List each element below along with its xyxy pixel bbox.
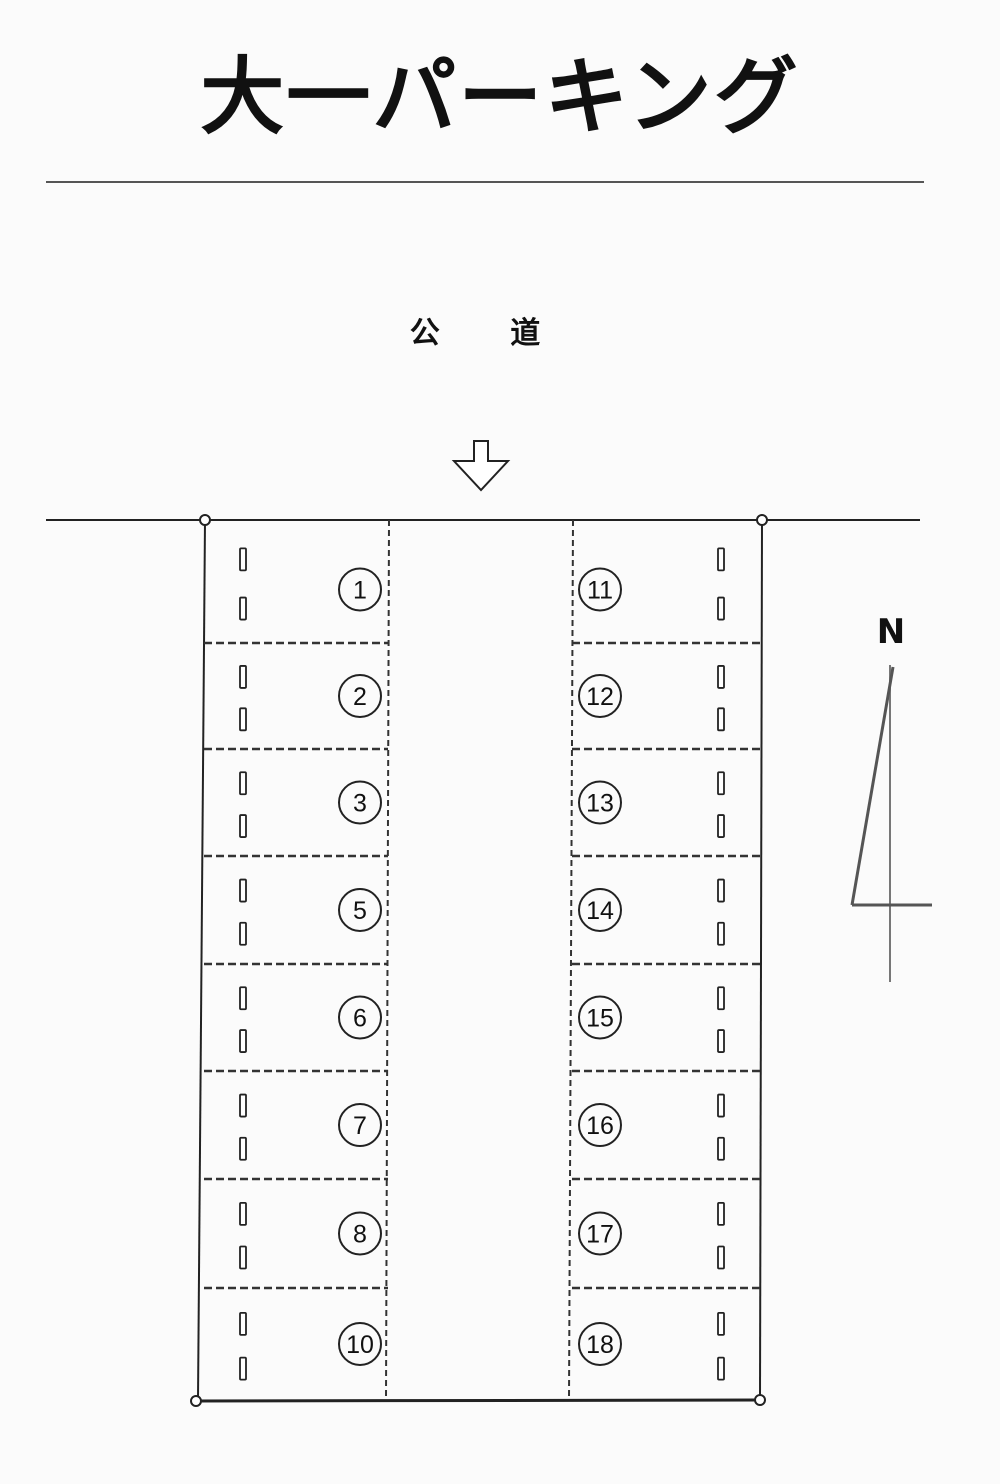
wheel-stop-icon (717, 596, 725, 621)
lot-right-boundary (759, 519, 763, 1401)
slot-number-label: 15 (586, 1005, 614, 1033)
slot-number-label: 1 (353, 577, 367, 605)
wheel-stop-icon (717, 547, 725, 572)
lot-bottom-boundary (195, 1398, 761, 1403)
wheel-stop-icon (239, 986, 247, 1011)
parking-slot-2[interactable]: 2 (204, 665, 388, 751)
slot-number-label: 12 (586, 683, 614, 711)
wheel-stop-icon (717, 814, 725, 838)
slot-number-circle (338, 1211, 382, 1256)
wheel-stop-icon (239, 596, 247, 621)
wheel-stop-icon (239, 547, 247, 572)
parking-slot-13[interactable]: 13 (572, 771, 760, 858)
slot-number-label: 5 (353, 897, 367, 925)
slot-number-circle (578, 1211, 622, 1256)
aisle-right-edge (568, 519, 574, 1401)
parking-slot-12[interactable]: 12 (572, 665, 760, 751)
slot-number-label: 3 (353, 790, 367, 818)
parking-slot-18[interactable]: 18 (578, 1311, 725, 1381)
wheel-stop-icon (239, 1356, 247, 1381)
lot-left-boundary (197, 519, 206, 1401)
slot-number-circle (578, 1103, 622, 1147)
slot-number-label: 2 (353, 683, 367, 711)
parking-slot-10[interactable]: 10 (239, 1311, 382, 1381)
parking-slot-1[interactable]: 1 (204, 547, 388, 645)
parking-slot-6[interactable]: 6 (204, 986, 388, 1073)
wheel-stop-icon (717, 771, 725, 796)
slot-number-label: 18 (586, 1331, 614, 1359)
wheel-stop-icon (239, 1093, 247, 1118)
slot-number-circle (338, 780, 382, 825)
wheel-stop-icon (717, 1136, 725, 1161)
slot-number-circle (338, 995, 382, 1040)
slot-number-label: 16 (586, 1112, 614, 1140)
slot-number-circle (338, 1322, 382, 1366)
slot-number-circle (578, 888, 622, 932)
parking-slot-17[interactable]: 17 (572, 1201, 760, 1290)
wheel-stop-icon (717, 1356, 725, 1381)
parking-slot-3[interactable]: 3 (204, 771, 388, 858)
wheel-stop-icon (239, 771, 247, 796)
parking-slot-5[interactable]: 5 (204, 878, 388, 966)
slot-number-circle (338, 1103, 382, 1147)
wheel-stop-icon (239, 1029, 247, 1053)
slot-number-circle (578, 674, 622, 718)
wheel-stop-icon (239, 665, 247, 689)
wheel-stop-icon (239, 814, 247, 838)
north-label: N (876, 612, 906, 652)
wheel-stop-icon (717, 921, 725, 946)
parking-slot-7[interactable]: 7 (204, 1093, 388, 1181)
wheel-stop-icon (239, 1136, 247, 1161)
slot-number-label: 14 (586, 897, 614, 925)
wheel-stop-icon (717, 986, 725, 1011)
wheel-stop-icon (717, 1311, 725, 1336)
aisle-left-edge (385, 519, 390, 1401)
wheel-stop-icon (239, 878, 247, 903)
parking-slot-8[interactable]: 8 (204, 1201, 388, 1290)
slot-number-circle (338, 567, 382, 612)
slot-number-label: 11 (587, 577, 613, 605)
wheel-stop-icon (239, 1201, 247, 1226)
wheel-stop-icon (717, 878, 725, 903)
wheel-stop-icon (717, 1245, 725, 1270)
slot-number-circle (578, 780, 622, 825)
wheel-stop-icon (239, 921, 247, 946)
boundary-marker-icon (190, 1395, 202, 1407)
wheel-stop-icon (717, 665, 725, 689)
slot-number-circle (578, 995, 622, 1040)
slot-number-label: 7 (353, 1112, 367, 1140)
wheel-stop-icon (239, 1245, 247, 1270)
slot-number-circle (578, 1322, 622, 1366)
slot-number-label: 8 (353, 1221, 367, 1249)
parking-slot-15[interactable]: 15 (572, 986, 760, 1073)
slot-number-label: 17 (586, 1221, 614, 1249)
public-road-label: 公 道 (409, 316, 571, 351)
wheel-stop-icon (717, 1029, 725, 1053)
wheel-stop-icon (717, 707, 725, 732)
boundary-marker-icon (756, 514, 768, 526)
parking-slot-16[interactable]: 16 (572, 1093, 760, 1181)
wheel-stop-icon (717, 1093, 725, 1118)
wheel-stop-icon (239, 707, 247, 732)
boundary-marker-icon (199, 514, 211, 526)
wheel-stop-icon (239, 1311, 247, 1336)
slot-number-circle (338, 674, 382, 718)
page-title: 大一パーキング (200, 48, 800, 146)
parking-slot-14[interactable]: 14 (572, 878, 760, 966)
parking-slot-11[interactable]: 11 (572, 547, 760, 645)
slot-number-circle (578, 567, 622, 612)
slot-number-label: 6 (353, 1005, 367, 1033)
boundary-marker-icon (754, 1394, 766, 1406)
wheel-stop-icon (717, 1201, 725, 1226)
slot-number-label: 13 (586, 790, 614, 818)
slot-number-label: 10 (346, 1331, 374, 1359)
slot-number-circle (338, 888, 382, 932)
